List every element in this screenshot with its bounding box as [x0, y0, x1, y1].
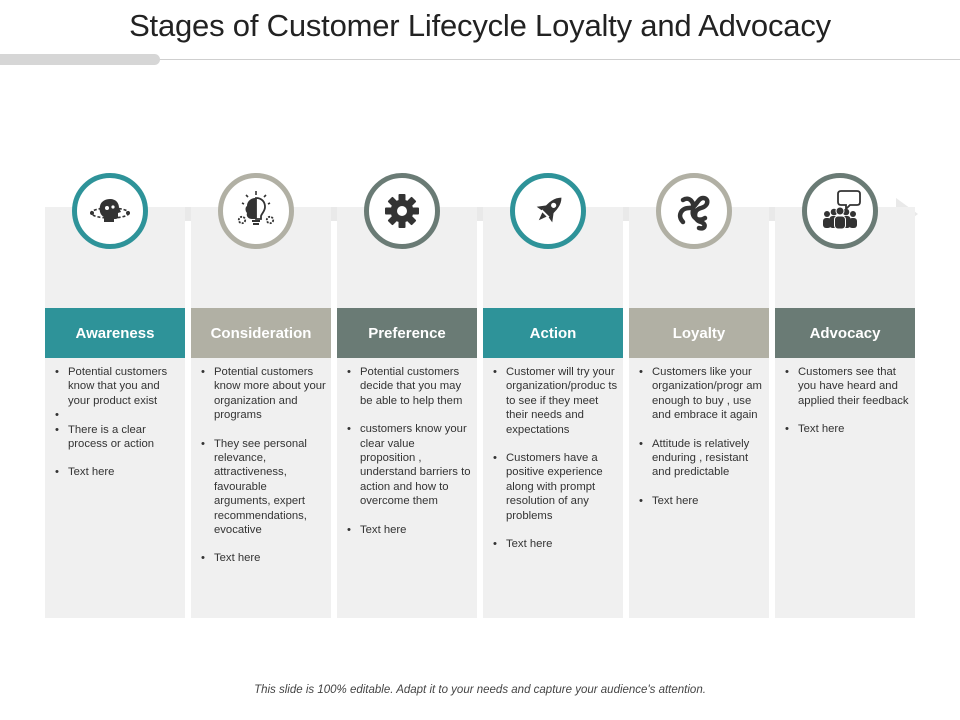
bullet-item: Text here — [347, 523, 472, 538]
bullet-item: Text here — [639, 494, 764, 509]
bullet-item: Customers have a positive experience alo… — [493, 451, 618, 523]
bullet-item: They see personal relevance, attractiven… — [201, 437, 326, 538]
bullet-item: Text here — [55, 465, 180, 480]
bullet-item: Text here — [201, 551, 326, 566]
bullet-item: Customers like your organization/progr a… — [639, 365, 764, 423]
bullet-item: Attitude is relatively enduring , resist… — [639, 437, 764, 480]
stage-icon-circle-preference — [364, 173, 440, 249]
stage-column-loyalty: Loyalty Customers like your organization… — [629, 207, 769, 618]
knot-icon — [677, 195, 710, 231]
bullet-item: Potential customers know that you and yo… — [55, 365, 180, 408]
slide-title: Stages of Customer Lifecycle Loyalty and… — [129, 8, 831, 43]
bullet-item: Customers see that you have heard and ap… — [785, 365, 910, 408]
stage-header-awareness: Awareness — [45, 308, 185, 358]
stage-icon-circle-action — [510, 173, 586, 249]
rocket-icon — [536, 197, 562, 223]
bullet-item: Text here — [785, 422, 910, 437]
bullet-item — [55, 408, 180, 423]
stage-icon-circle-loyalty — [656, 173, 732, 249]
stage-icon-circle-awareness — [72, 173, 148, 249]
stage-header-advocacy: Advocacy — [775, 308, 915, 358]
gear-icon — [385, 194, 419, 228]
stage-bullets-advocacy: Customers see that you have heard and ap… — [785, 365, 910, 451]
head-orbit-icon — [90, 199, 130, 222]
stage-column-consideration: Consideration Potential customers know m… — [191, 207, 331, 618]
stage-icon-circle-advocacy — [802, 173, 878, 249]
bullet-item: customers know your clear value proposit… — [347, 422, 472, 508]
brain-lightbulb-icon — [237, 191, 275, 225]
stage-column-action: Action Customer will try your organizati… — [483, 207, 623, 618]
bullet-item: Text here — [493, 537, 618, 552]
stage-header-preference: Preference — [337, 308, 477, 358]
stage-header-action: Action — [483, 308, 623, 358]
bullet-item: Potential customers decide that you may … — [347, 365, 472, 408]
stage-header-loyalty: Loyalty — [629, 308, 769, 358]
stage-icon-circle-consideration — [218, 173, 294, 249]
stage-header-consideration: Consideration — [191, 308, 331, 358]
stage-column-awareness: Awareness Potential customers know that … — [45, 207, 185, 618]
stage-column-advocacy: Advocacy Customers see that you have hea… — [775, 207, 915, 618]
stage-bullets-loyalty: Customers like your organization/progr a… — [639, 365, 764, 522]
slide-footer-note: This slide is 100% editable. Adapt it to… — [254, 684, 706, 696]
stage-bullets-consideration: Potential customers know more about your… — [201, 365, 326, 580]
stage-column-preference: Preference Potential customers decide th… — [337, 207, 477, 618]
group-speech-icon — [823, 190, 861, 230]
bullet-item: Customer will try your organization/prod… — [493, 365, 618, 437]
title-divider — [160, 59, 960, 60]
title-accent-bar — [0, 54, 160, 65]
stage-bullets-preference: Potential customers decide that you may … — [347, 365, 472, 551]
stage-bullets-action: Customer will try your organization/prod… — [493, 365, 618, 565]
bullet-item: Potential customers know more about your… — [201, 365, 326, 423]
stage-bullets-awareness: Potential customers know that you and yo… — [55, 365, 180, 494]
bullet-item: There is a clear process or action — [55, 423, 180, 452]
